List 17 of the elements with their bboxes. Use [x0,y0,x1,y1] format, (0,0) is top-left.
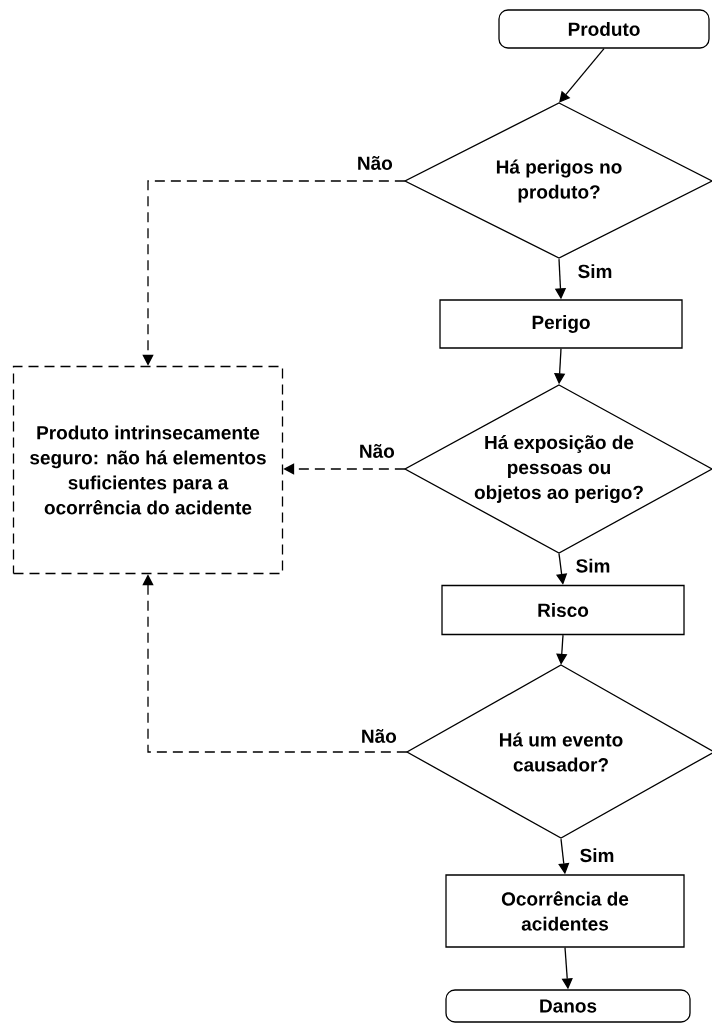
process-box: Perigo [439,299,683,349]
edge-label: Não [358,156,393,170]
terminal-box: Produto [498,9,710,49]
arrow [142,180,406,366]
edge-label: Não [360,444,395,458]
edge-label: Sim [578,264,612,279]
dashed-box: Produto intrinsecamente seguro: não há elementos suficientes para a ocorrência do acidente [12,365,284,575]
edge-label: Não [362,729,397,743]
arrow [283,463,406,475]
edge-label: Sim [576,558,610,573]
terminal-box: Danos [445,989,691,1023]
process-box: Ocorrência de acidentes [445,874,685,948]
arrow [559,48,605,103]
arrow [142,574,408,753]
process-box: Risco [441,584,685,636]
arrow [556,634,568,665]
edge-label: Sim [580,848,614,863]
